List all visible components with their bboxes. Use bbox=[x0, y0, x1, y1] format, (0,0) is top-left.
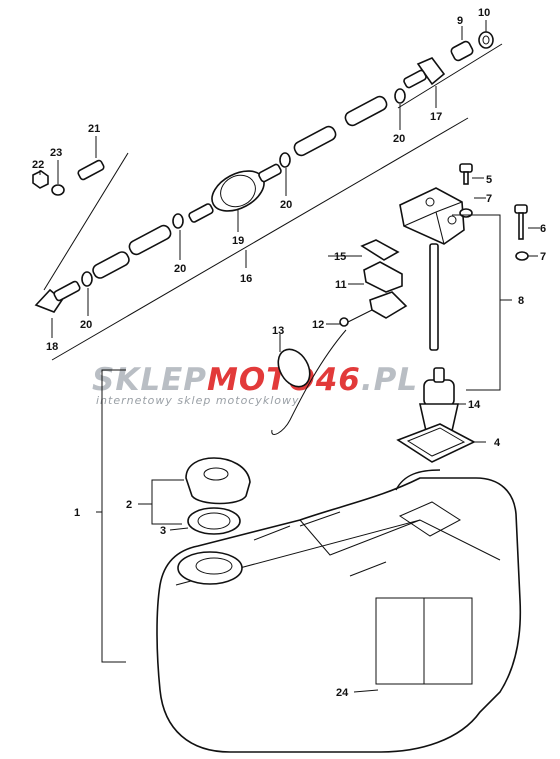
watermark-sklep: SKLEP bbox=[92, 362, 207, 398]
tank-filler-neck bbox=[177, 551, 243, 585]
callout-17: 17 bbox=[430, 111, 442, 123]
callout-10: 10 bbox=[478, 7, 490, 19]
screw-6 bbox=[514, 204, 528, 214]
gasket-3 bbox=[187, 507, 241, 535]
fuel-tank-24 bbox=[156, 469, 522, 753]
callout-numbers: 1 2 3 4 5 6 7 7 8 9 10 11 12 13 14 15 16… bbox=[32, 7, 546, 699]
watermark-46: 46 bbox=[315, 362, 361, 398]
primer-bulb bbox=[188, 163, 282, 223]
washer-10 bbox=[478, 31, 494, 49]
callout-7a: 7 bbox=[486, 193, 492, 205]
filler-cap-assembly bbox=[185, 457, 251, 535]
callout-1: 1 bbox=[74, 507, 80, 519]
washer-7a bbox=[459, 208, 473, 218]
callout-16: 16 bbox=[240, 273, 252, 285]
callout-24: 24 bbox=[336, 687, 349, 699]
callout-23: 23 bbox=[50, 147, 62, 159]
callout-18: 18 bbox=[46, 341, 58, 353]
callout-22: 22 bbox=[32, 159, 44, 171]
callout-20a: 20 bbox=[80, 319, 92, 331]
seal-15 bbox=[360, 239, 400, 261]
callout-13: 13 bbox=[272, 325, 284, 337]
callout-14: 14 bbox=[468, 399, 481, 411]
filler-cap-2 bbox=[185, 457, 251, 505]
callout-3: 3 bbox=[160, 525, 166, 537]
adapter-9 bbox=[450, 40, 474, 62]
watermark: SKLEPMOTO46.PL internetowy sklep motocyk… bbox=[92, 362, 418, 407]
hose-clips bbox=[81, 88, 406, 287]
nipple-21 bbox=[77, 159, 105, 181]
watermark-pl: .PL bbox=[361, 362, 418, 398]
hose-segments bbox=[92, 95, 388, 279]
screw-12 bbox=[339, 317, 349, 327]
tank-connector bbox=[34, 280, 81, 313]
leader-lines bbox=[39, 20, 540, 693]
fuel-line-assembly bbox=[32, 31, 503, 361]
svg-text:SKLEPMOTO46.PL: SKLEPMOTO46.PL bbox=[92, 362, 418, 398]
callout-15: 15 bbox=[334, 251, 346, 263]
nut-22 bbox=[32, 170, 49, 189]
callout-2: 2 bbox=[126, 499, 132, 511]
washer-23 bbox=[51, 184, 65, 196]
callout-20d: 20 bbox=[393, 133, 405, 145]
callout-19: 19 bbox=[232, 235, 244, 247]
callout-6: 6 bbox=[540, 223, 546, 235]
watermark-subtitle: internetowy sklep motocyklowy bbox=[96, 394, 300, 407]
callout-21: 21 bbox=[88, 123, 100, 135]
callout-8: 8 bbox=[518, 295, 524, 307]
callout-20b: 20 bbox=[174, 263, 186, 275]
filter-14 bbox=[423, 379, 455, 407]
callout-20c: 20 bbox=[280, 199, 292, 211]
callout-5: 5 bbox=[486, 174, 492, 186]
callout-7b: 7 bbox=[540, 251, 546, 263]
callout-9: 9 bbox=[457, 15, 463, 27]
callout-4: 4 bbox=[494, 437, 501, 449]
pickup-tube bbox=[429, 243, 439, 351]
callout-11: 11 bbox=[335, 279, 347, 291]
gauge-plate bbox=[369, 291, 408, 319]
cover-11 bbox=[363, 261, 403, 293]
fuel-gauge-assembly bbox=[339, 163, 529, 463]
float-13 bbox=[271, 329, 347, 435]
screw-5 bbox=[459, 163, 473, 173]
callout-12: 12 bbox=[312, 319, 324, 331]
engine-connector bbox=[403, 57, 446, 89]
washer-7b bbox=[515, 251, 529, 261]
